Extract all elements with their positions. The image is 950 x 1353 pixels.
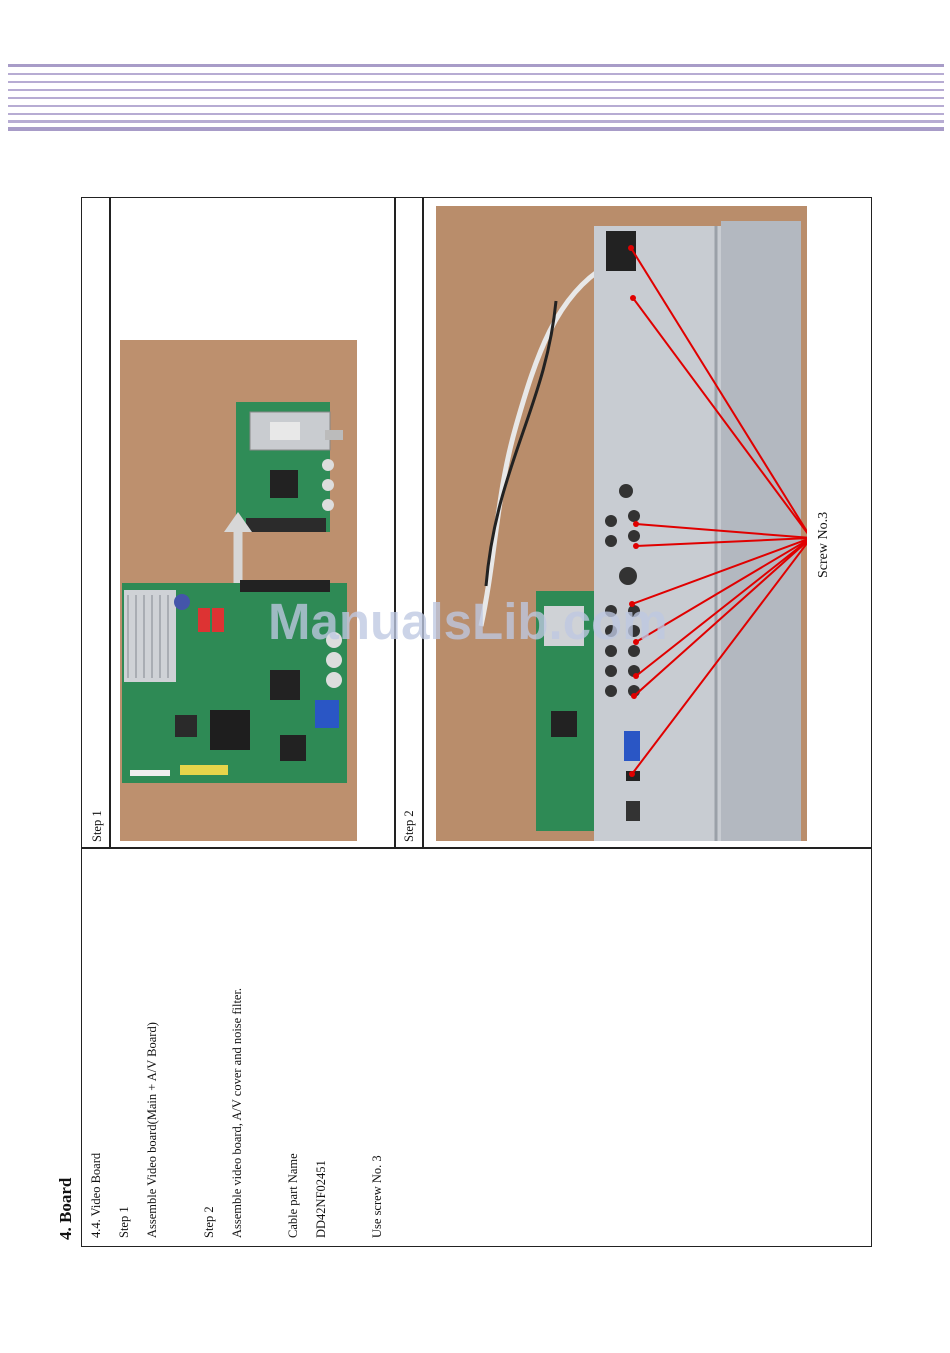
step2-description: Assemble video board, A/V cover and nois… xyxy=(230,988,245,1238)
step1-label: Step 1 xyxy=(117,1206,132,1238)
watermark-logo: ManualsLib.com xyxy=(268,592,668,651)
screw-note: Use screw No. 3 xyxy=(370,1155,385,1238)
cable-part-label: Cable part Name xyxy=(286,1153,301,1238)
step2-label: Step 2 xyxy=(202,1206,217,1238)
step2-photo-drawing xyxy=(436,206,807,841)
page-title: 4. Board xyxy=(56,1178,76,1240)
screw-callout: Screw No.3 xyxy=(816,512,832,578)
step1-description: Assemble Video board(Main + A/V Board) xyxy=(145,1022,160,1238)
step1-photo-drawing xyxy=(120,340,357,841)
step2-photo xyxy=(436,206,807,841)
section-heading: 4.4. Video Board xyxy=(89,1153,104,1238)
step1-caption: Step 1 xyxy=(90,810,105,842)
header-stripes xyxy=(8,64,944,132)
step2-caption: Step 2 xyxy=(402,810,417,842)
table-divider xyxy=(81,847,872,849)
step1-photo xyxy=(120,340,357,841)
cable-part-value: DD42NF02451 xyxy=(314,1160,329,1238)
